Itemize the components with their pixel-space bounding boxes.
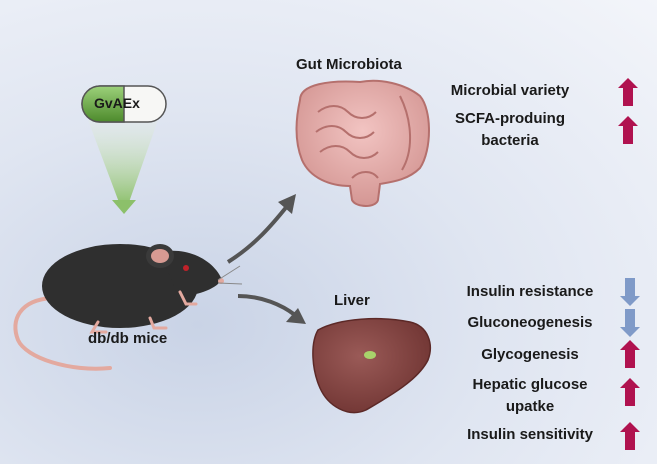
liver-icon xyxy=(312,318,431,414)
gut-title: Gut Microbiota xyxy=(296,56,402,73)
mouse-label: db/db mice xyxy=(88,330,168,347)
effect-glycogenesis: Glycogenesis xyxy=(481,346,579,363)
arrow-to-liver xyxy=(237,294,306,324)
mouse-icon xyxy=(13,244,243,371)
effect-microbial-variety: Microbial variety xyxy=(450,82,570,99)
liver-title: Liver xyxy=(334,292,370,309)
effect-scfa-line1: SCFA-produing xyxy=(455,110,565,127)
effect-insulin-resistance: Insulin resistance xyxy=(466,283,594,300)
capsule-label: GvAEx xyxy=(94,95,140,111)
effect-gluconeogenesis: Gluconeogenesis xyxy=(467,314,593,331)
gvaex-capsule-icon xyxy=(81,85,167,123)
effect-hepatic-line1: Hepatic glucose xyxy=(472,376,588,393)
arrow-to-gut xyxy=(226,194,296,264)
effect-hepatic-line2: upatke xyxy=(505,398,555,415)
effect-insulin-sensitivity: Insulin sensitivity xyxy=(467,426,593,443)
dosing-funnel xyxy=(88,120,158,214)
effect-scfa-line2: bacteria xyxy=(481,132,539,149)
gut-icon xyxy=(295,79,430,207)
